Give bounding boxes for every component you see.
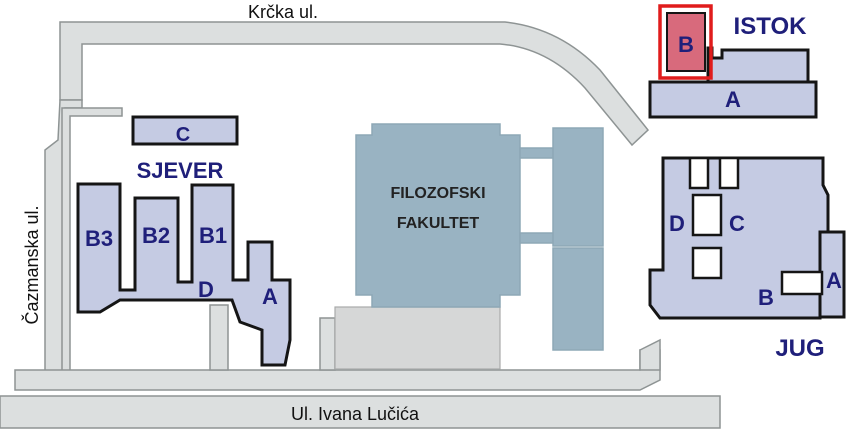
faculty-complex: FILOZOFSKI FAKULTET <box>334 123 604 370</box>
sjever-b3-label: B3 <box>85 226 113 251</box>
sjever-building-c[interactable] <box>131 115 239 146</box>
courtyard-5 <box>780 270 824 296</box>
jug-driveway <box>639 338 661 371</box>
krcka-road <box>59 21 650 147</box>
sjever-c-label: C <box>176 124 190 146</box>
road-network <box>0 21 721 429</box>
faculty-label-line1: FILOZOFSKI <box>390 185 485 202</box>
jug-c-label: C <box>729 211 745 236</box>
faculty-annex <box>334 306 501 370</box>
sjever-b1-label: B1 <box>199 223 227 248</box>
jug-wing: D C A B JUG <box>648 156 846 362</box>
jug-wing-label: JUG <box>775 335 824 362</box>
faculty-driveway <box>319 317 336 371</box>
sjever-wing: C SJEVER B3 B2 B1 D A <box>76 115 292 367</box>
istok-wing: B A ISTOK <box>648 4 818 119</box>
istok-building-b-highlighted[interactable] <box>666 12 706 72</box>
jug-building-a[interactable] <box>818 230 846 319</box>
courtyard-1 <box>688 156 710 190</box>
jug-b-label: B <box>758 285 774 310</box>
istok-b-label: B <box>678 32 694 57</box>
istok-a-label: A <box>725 87 741 112</box>
faculty-label-line2: FAKULTET <box>397 215 480 232</box>
courtyard-3 <box>691 193 723 237</box>
sjever-b2-label: B2 <box>142 223 170 248</box>
sjever-wing-label: SJEVER <box>137 158 224 183</box>
street-label-south: Ul. Ivana Lučića <box>291 404 420 424</box>
highlight-frame <box>658 4 713 80</box>
courtyard-2 <box>718 156 740 190</box>
street-label-west: Čazmanska ul. <box>21 205 42 324</box>
sjever-driveway <box>209 304 229 371</box>
jug-d-label: D <box>669 211 685 236</box>
istok-wing-label: ISTOK <box>734 13 808 40</box>
lucica-road <box>0 395 721 429</box>
faculty-east-wing-north <box>552 127 604 247</box>
courtyard-4 <box>691 246 723 280</box>
jug-a-label: A <box>826 268 842 293</box>
faculty-connector-south <box>519 232 556 244</box>
faculty-connector-north <box>519 147 556 159</box>
sjever-main-building[interactable] <box>76 182 292 367</box>
istok-building-a[interactable] <box>648 80 818 119</box>
sjever-d-label: D <box>198 277 214 302</box>
sjever-a-label: A <box>262 284 278 309</box>
faculty-main-building[interactable] <box>355 123 521 308</box>
faculty-east-wing-south <box>552 247 604 351</box>
street-label-north: Krčka ul. <box>248 2 318 22</box>
istok-building-b-wing[interactable] <box>706 46 810 84</box>
